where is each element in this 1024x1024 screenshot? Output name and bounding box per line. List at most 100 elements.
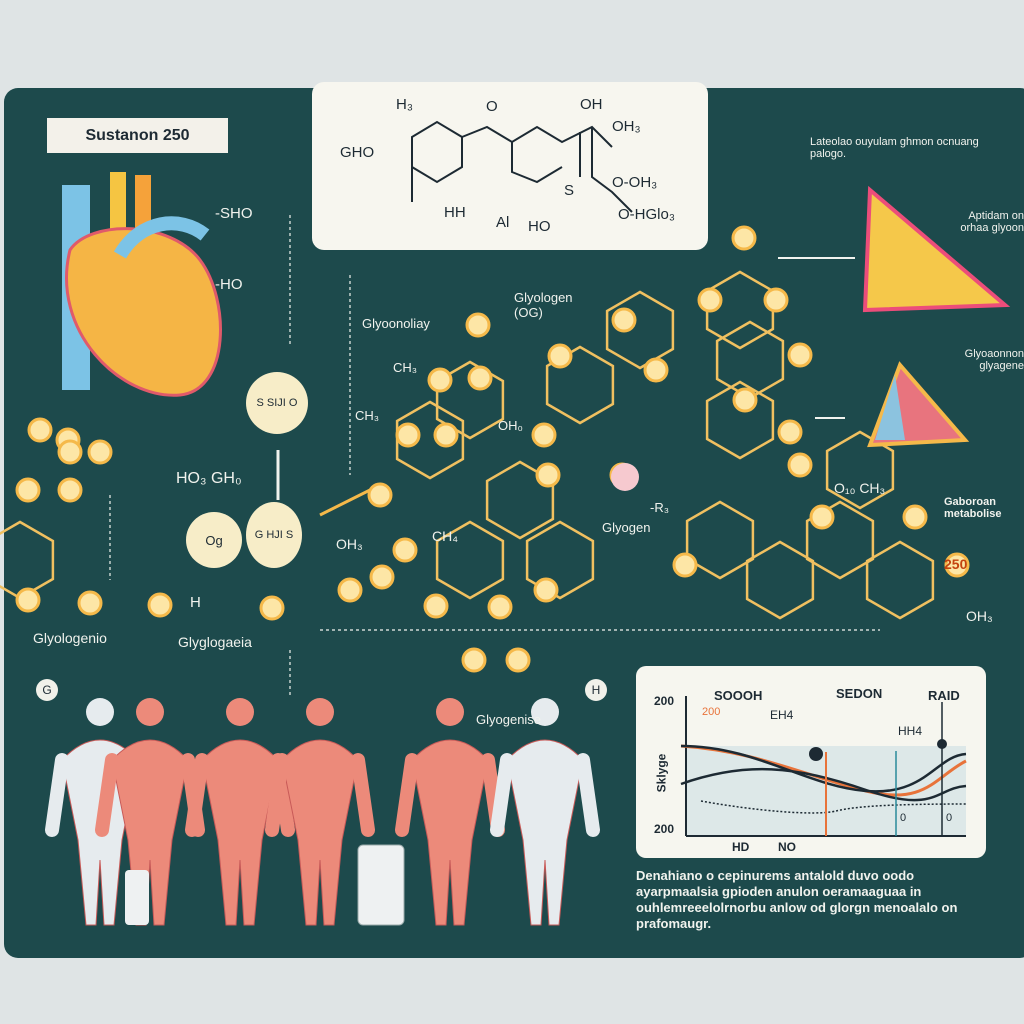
atom-node xyxy=(697,287,723,313)
label-oh3: OH₃ xyxy=(336,536,363,552)
atom-node xyxy=(672,552,698,578)
atom-node xyxy=(87,439,113,465)
formula-atom: GHO xyxy=(340,144,375,161)
figure-head xyxy=(306,698,334,726)
formula-atom: OH xyxy=(580,96,603,113)
metabolism-label: Gaboroan metabolise xyxy=(944,496,1002,520)
atom-node xyxy=(465,312,491,338)
atom-node xyxy=(27,417,53,443)
atom-node xyxy=(902,504,928,530)
chart-top-label: RAID xyxy=(928,688,960,703)
marker-g: G xyxy=(36,679,58,701)
fat-tissue-icon xyxy=(862,185,1011,313)
label-ch3: CH₃ xyxy=(393,360,418,375)
atom-node xyxy=(611,307,637,333)
hexagon-ring xyxy=(685,500,755,580)
x-mark: 0 xyxy=(900,812,907,824)
label-ch4: CH₄ xyxy=(432,528,458,544)
atom-node xyxy=(433,422,459,448)
performance-chart: 200 200 Sklyge SOOOH SEDON RAID 200 EH4 … xyxy=(636,666,986,858)
label-glycogenio: Glyologenio xyxy=(33,630,107,646)
label-glycogen-og: Glyologen (OG) xyxy=(514,290,573,320)
hexagon-ring xyxy=(605,290,675,370)
formula-atom: OH₃ xyxy=(612,118,641,135)
atom-node xyxy=(487,594,513,620)
y-tick: 200 xyxy=(654,694,675,708)
hexagon-ring xyxy=(395,400,465,480)
title-label: Sustanon 250 xyxy=(47,118,228,153)
formula-atom: O-HGlo₃ xyxy=(618,206,675,223)
atom-node xyxy=(533,577,559,603)
label-glyconolysis: Glyoonoliay xyxy=(362,316,430,331)
figure-head xyxy=(531,698,559,726)
structural-formula-box: H₃ O OH OH₃ GHO HH Al HO O-OH₃ O-HGlo₃ S xyxy=(312,82,708,250)
atom-node xyxy=(259,595,285,621)
atom-node xyxy=(15,587,41,613)
figure-head xyxy=(436,698,464,726)
figure-arms xyxy=(490,753,600,837)
chart-top-label: SEDON xyxy=(836,686,883,701)
chart-plot xyxy=(680,696,967,837)
atom-node xyxy=(467,365,493,391)
label-oh3-end: OH₃ xyxy=(966,608,993,624)
atom-node xyxy=(57,477,83,503)
atom-node xyxy=(15,477,41,503)
hexagon-ring xyxy=(525,520,595,600)
atom-node xyxy=(531,422,557,448)
atom-node xyxy=(611,463,639,491)
chart-inner-label: HH4 xyxy=(898,724,923,738)
right-note: Lateolao ouyulam ghmon ocnuang palogo. xyxy=(810,136,979,160)
pill-right: G HJI S xyxy=(246,502,302,568)
atom-node xyxy=(147,592,173,618)
supplement-bottle-icon xyxy=(357,844,405,926)
formula-atom: HO xyxy=(528,218,551,235)
atom-node xyxy=(777,419,803,445)
formula-atom: O-OH₃ xyxy=(612,174,658,191)
tissue-mid-label: Glyoaonnon glyagene xyxy=(964,348,1024,372)
bodybuilder-figure xyxy=(201,739,279,926)
hexagon-ring xyxy=(865,540,935,620)
bodybuilder-figure xyxy=(506,739,584,926)
atom-node xyxy=(337,577,363,603)
atom-node xyxy=(392,537,418,563)
figure-head xyxy=(226,698,254,726)
marker-h: H xyxy=(585,679,607,701)
label-ho-gh: HO₃ GH₀ xyxy=(176,470,242,487)
atom-node xyxy=(547,343,573,369)
artery-icon xyxy=(110,172,126,232)
artery-icon xyxy=(135,175,151,230)
y-tick: 200 xyxy=(654,822,675,836)
chart-marker xyxy=(937,739,947,749)
atom-node xyxy=(787,342,813,368)
y-axis-label: Sklyge xyxy=(654,753,669,793)
label-glycogen: Glyogen xyxy=(602,520,651,535)
atom-node xyxy=(731,225,757,251)
atom-node xyxy=(423,593,449,619)
atom-node xyxy=(57,439,83,465)
formula-atom: H₃ xyxy=(396,96,413,113)
vein-icon xyxy=(113,216,210,259)
chart-marker xyxy=(809,747,823,761)
atom-node xyxy=(461,647,487,673)
label-ho: -HO xyxy=(215,276,243,293)
formula-atom: S xyxy=(564,182,575,199)
hexagon-ring xyxy=(435,520,505,600)
label-sho: -SHO xyxy=(215,205,253,222)
label-r3: -R₃ xyxy=(650,500,670,515)
label-h: H xyxy=(190,594,201,611)
arrow-icon xyxy=(319,488,371,517)
x-tick: NO xyxy=(778,840,796,854)
hexagon-ring xyxy=(705,380,775,460)
formula-atom: O xyxy=(486,98,498,115)
figure-arms xyxy=(265,753,375,837)
supplement-bottle-icon xyxy=(125,870,149,925)
bodybuilder-figure xyxy=(281,739,359,926)
formula-atom: HH xyxy=(444,204,466,221)
hexagon-ring xyxy=(745,540,815,620)
atom-node xyxy=(535,462,561,488)
figure-head xyxy=(136,698,164,726)
chart-top-label: SOOOH xyxy=(714,688,763,703)
series-dark-a xyxy=(680,744,967,793)
label-o10-ch3: O₁₀ CH₃ xyxy=(834,480,886,496)
atom-node xyxy=(369,564,395,590)
